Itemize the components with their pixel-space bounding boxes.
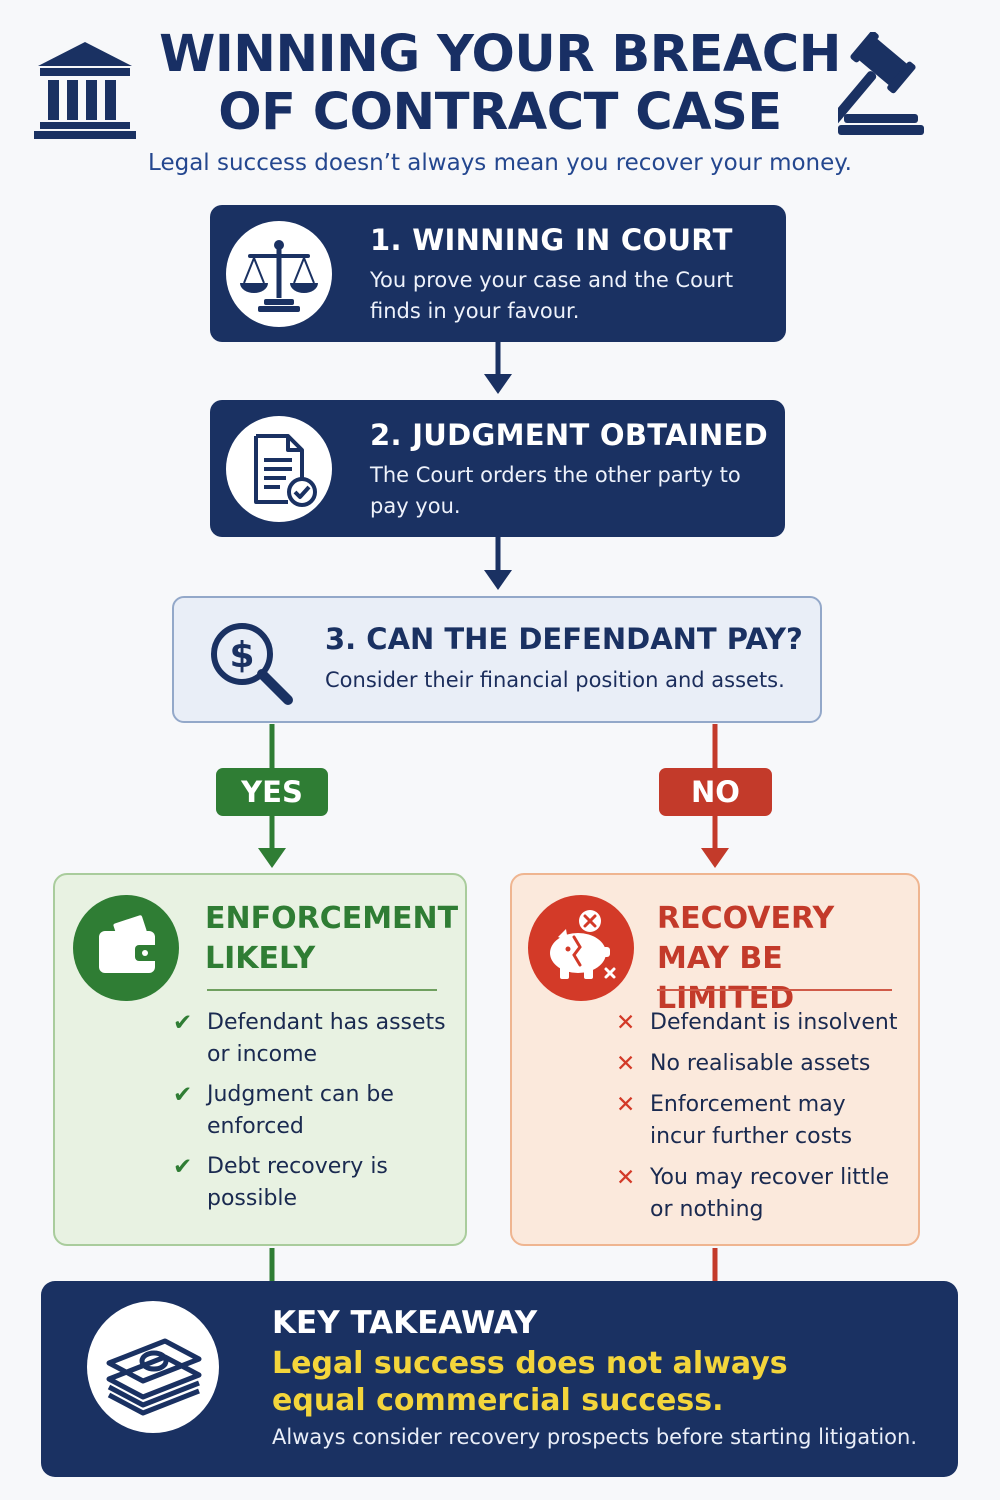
step-title: 1. WINNING IN COURT: [370, 223, 733, 257]
yes-badge: YES: [216, 768, 328, 816]
step-can-defendant-pay: $ 3. CAN THE DEFENDANT PAY? Consider the…: [172, 596, 822, 723]
no-badge: NO: [659, 768, 772, 816]
list-item: ✔ Defendant has assets or income: [173, 1007, 453, 1071]
step-description: You prove your case and the Court finds …: [370, 268, 734, 323]
card-title: RECOVERY MAY BE LIMITED: [657, 901, 835, 1016]
page-subtitle: Legal success doesn’t always mean you re…: [148, 150, 852, 176]
list-item-text: Defendant has assets or income: [207, 1010, 446, 1067]
list-item-text: Defendant is insolvent: [650, 1010, 898, 1035]
list-item: ✔ Debt recovery is possible: [173, 1151, 453, 1215]
list-item: ✕ You may recover little or nothing: [616, 1162, 906, 1226]
card-title: ENFORCEMENT LIKELY: [205, 901, 459, 976]
list-item-text: Debt recovery is possible: [207, 1154, 388, 1211]
cross-icon: ✕: [616, 1051, 636, 1077]
list-item-text: Judgment can be enforced: [207, 1082, 394, 1139]
key-takeaway-panel: KEY TAKEAWAY Legal success does not alwa…: [41, 1281, 958, 1477]
step-title: 2. JUDGMENT OBTAINED: [370, 418, 768, 452]
step-icon-circle: [226, 221, 332, 327]
takeaway-highlight: Legal success does not always equal comm…: [272, 1346, 788, 1418]
step-icon-circle: [226, 416, 332, 522]
recovery-risks-list: ✕ Defendant is insolvent ✕ No realisable a…: [616, 1007, 906, 1235]
list-item: ✕ Enforcement may incur further costs: [616, 1089, 906, 1153]
document-check-icon: [254, 434, 317, 507]
step-judgment-obtained: 2. JUDGMENT OBTAINED The Court orders th…: [210, 400, 785, 537]
step-winning-in-court: 1. WINNING IN COURT You prove your case …: [210, 205, 786, 342]
check-icon: ✔: [173, 1010, 193, 1036]
list-item: ✔ Judgment can be enforced: [173, 1079, 453, 1143]
step-title: 3. CAN THE DEFENDANT PAY?: [325, 622, 803, 656]
list-item-text: You may recover little or nothing: [650, 1165, 890, 1222]
enforcement-criteria-list: ✔ Defendant has assets or income ✔ Judgmen…: [173, 1007, 453, 1223]
takeaway-icon-circle: [87, 1301, 219, 1433]
takeaway-title: KEY TAKEAWAY: [272, 1305, 538, 1341]
wallet-icon: [73, 895, 179, 1001]
cash-stack-icon: [106, 1338, 202, 1416]
title-divider: [207, 989, 437, 991]
check-icon: ✔: [173, 1154, 193, 1180]
dollar-magnifier-icon: $: [211, 623, 293, 705]
takeaway-note: Always consider recovery prospects befor…: [272, 1425, 917, 1449]
list-item: ✕ Defendant is insolvent: [616, 1007, 906, 1039]
step-description: Consider their financial position and as…: [325, 668, 785, 692]
scales-of-justice-icon: [240, 240, 318, 312]
step-description: The Court orders the other party to pay …: [370, 463, 741, 518]
cross-icon: ✕: [616, 1165, 636, 1191]
page-title: WINNING YOUR BREACH OF CONTRACT CASE: [159, 25, 841, 142]
list-item: ✕ No realisable assets: [616, 1048, 906, 1080]
list-item-text: No realisable assets: [650, 1051, 871, 1076]
gavel-icon: [838, 32, 924, 135]
enforcement-likely-card: ENFORCEMENT LIKELY ✔ Defendant has assets…: [53, 873, 467, 1246]
cross-icon: ✕: [616, 1092, 636, 1118]
bank-building-icon: [34, 42, 136, 139]
svg-text:$: $: [229, 635, 254, 676]
cross-icon: ✕: [616, 1010, 636, 1036]
check-icon: ✔: [173, 1082, 193, 1108]
list-item-text: Enforcement may incur further costs: [650, 1092, 853, 1149]
title-divider: [657, 989, 892, 991]
broken-piggy-bank-icon: [528, 895, 634, 1001]
recovery-limited-card: RECOVERY MAY BE LIMITED ✕ Defendant is in…: [510, 873, 920, 1246]
